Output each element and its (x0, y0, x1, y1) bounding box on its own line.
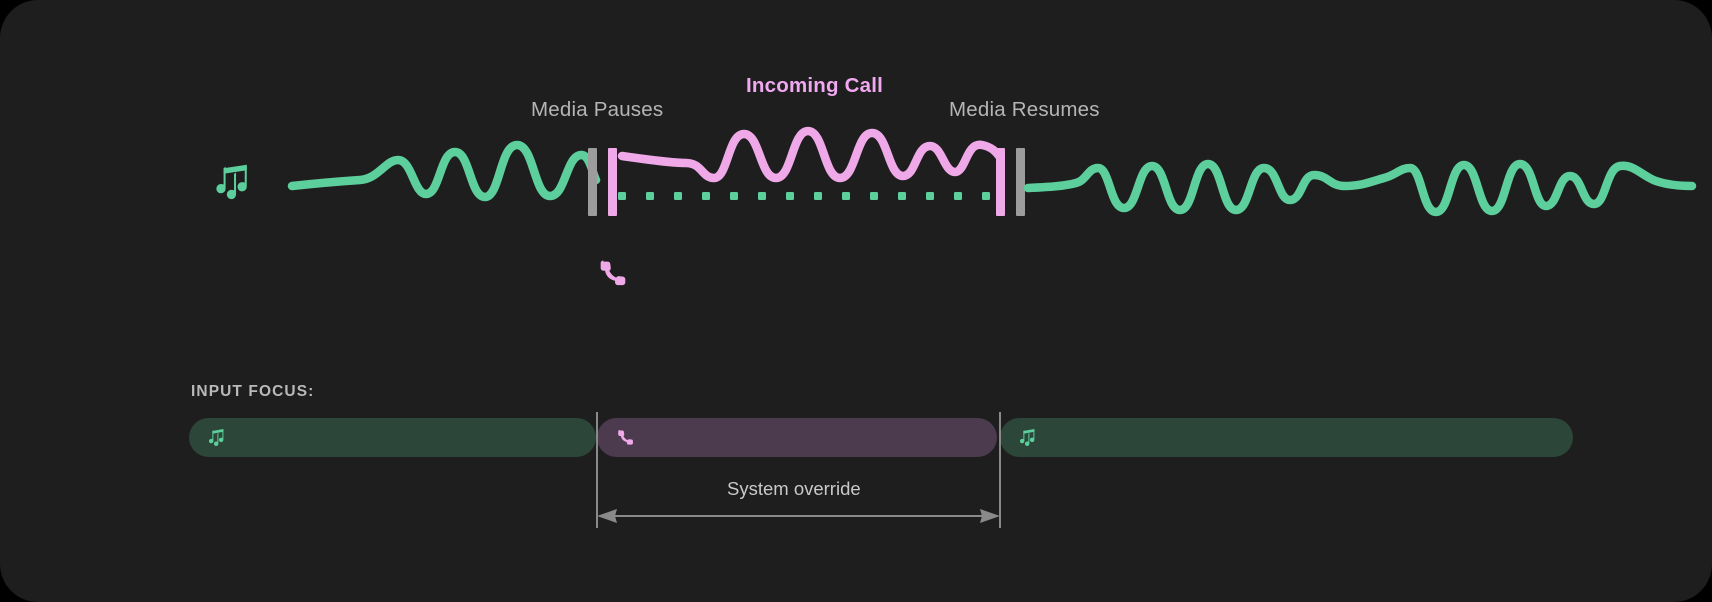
music-notes-icon (1019, 428, 1039, 447)
call-end-marker-bar (996, 148, 1005, 216)
phone-handset-icon (600, 260, 626, 286)
label-media-pauses: Media Pauses (531, 98, 664, 121)
phone-handset-icon (616, 428, 635, 447)
timeline-waveform (216, 126, 1697, 286)
focus-bar-media-2[interactable] (1000, 418, 1573, 457)
pause-marker-bar (588, 148, 597, 216)
label-system-override: System override (727, 478, 861, 499)
focus-bar-call[interactable] (597, 418, 997, 457)
media-waveform-right (1023, 159, 1697, 217)
override-arrowhead-right (980, 509, 1000, 523)
muted-media-dots (618, 192, 990, 200)
focus-bar-media-1[interactable] (189, 418, 596, 457)
resume-marker-bar (1016, 148, 1025, 216)
media-waveform-left (287, 140, 601, 202)
override-arrowhead-left (597, 509, 617, 523)
label-media-resumes: Media Resumes (949, 98, 1100, 121)
call-waveform (617, 126, 1004, 183)
call-start-marker-bar (608, 148, 617, 216)
input-focus-heading: INPUT FOCUS: (191, 383, 315, 400)
system-override-bracket (596, 412, 1001, 528)
label-incoming-call: Incoming Call (746, 74, 884, 97)
music-notes-icon (208, 428, 228, 447)
music-notes-icon (216, 164, 247, 200)
